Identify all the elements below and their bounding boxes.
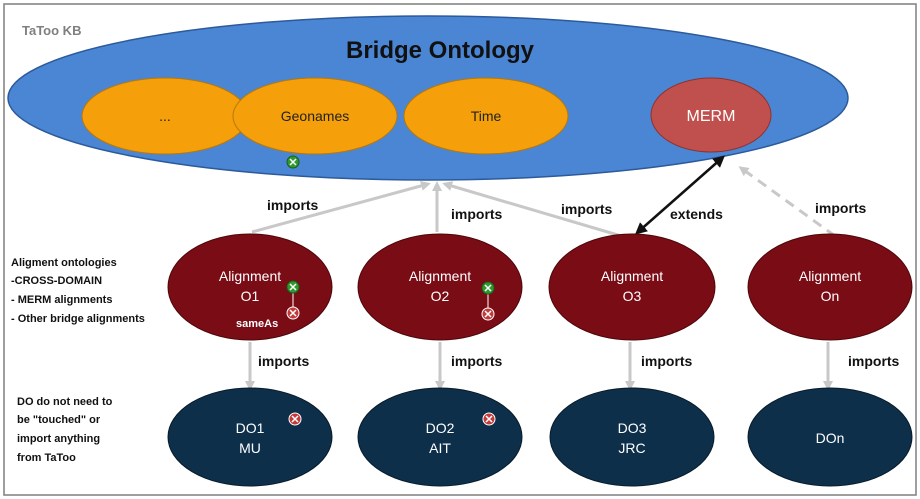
alignment-note-line-1: Aligment ontologies <box>11 257 117 269</box>
bridge-ontology-title: Bridge Ontology <box>346 37 535 64</box>
import-arrow-on-dashed <box>738 166 836 238</box>
imports-label-o1: imports <box>267 197 319 213</box>
import-arrows-upper <box>251 166 836 240</box>
imports-label-o2: imports <box>451 206 503 222</box>
import-arrow-o3 <box>442 181 629 240</box>
do-2-red-marker-icon <box>482 412 496 426</box>
same-as-red-marker-icon <box>481 307 495 321</box>
extends-label: extends <box>670 206 723 222</box>
do-note-line-2: be "touched" or <box>17 414 101 426</box>
domain-ontologies: DO1 MU DO2 AIT DO3 JRC DOn <box>167 387 913 487</box>
import-arrow-o1 <box>251 181 431 234</box>
do-1-red-marker-icon <box>288 412 302 426</box>
alignment-o2-line1: Alignment <box>409 268 471 284</box>
module-ellipsis-label: ... <box>159 108 171 124</box>
alignment-o3-line1: Alignment <box>601 268 663 284</box>
do-3 <box>549 387 715 487</box>
alignment-note-line-2: -CROSS-DOMAIN <box>11 275 102 287</box>
do-1-line1: DO1 <box>236 420 265 436</box>
do-1-line2: MU <box>239 440 261 456</box>
merm-ellipse <box>650 77 772 153</box>
do-2-line1: DO2 <box>426 420 455 436</box>
do-n <box>747 387 913 487</box>
alignment-ontologies: Alignment O1 Alignment O2 Alignment O3 A… <box>167 233 913 341</box>
do-1 <box>167 387 333 487</box>
alignment-o1-line1: Alignment <box>219 268 281 284</box>
same-as-label: sameAs <box>236 318 278 330</box>
alignment-on <box>747 233 913 341</box>
imports-label-do1: imports <box>258 353 310 369</box>
merm-label: MERM <box>687 108 736 125</box>
alignment-o1-line2: O1 <box>241 288 260 304</box>
do-3-line1: DO3 <box>618 420 647 436</box>
alignment-o3 <box>548 233 716 341</box>
alignment-note-line-3: - MERM alignments <box>11 294 112 306</box>
module-time-label: Time <box>471 108 502 124</box>
do-n-line1: DOn <box>816 430 845 446</box>
bridge-modules: ... Geonames Time <box>81 77 569 155</box>
imports-label-do2: imports <box>451 353 503 369</box>
alignment-o3-line2: O3 <box>623 288 642 304</box>
alignment-on-line2: On <box>821 288 840 304</box>
do-2-line2: AIT <box>429 440 451 456</box>
mapping-marker-green-icon <box>286 155 300 169</box>
do-note-line-3: import anything <box>17 433 100 445</box>
module-geonames-label: Geonames <box>281 108 349 124</box>
same-as-red-marker-icon <box>286 306 300 320</box>
extends-arrow <box>634 155 726 235</box>
imports-label-o3: imports <box>561 201 613 217</box>
do-note-line-1: DO do not need to <box>17 396 113 408</box>
do-2 <box>357 387 523 487</box>
alignment-note-line-4: - Other bridge alignments <box>11 313 145 325</box>
module-time <box>403 77 569 155</box>
do-3-line2: JRC <box>618 440 645 456</box>
imports-label-on: imports <box>815 200 867 216</box>
imports-label-do3: imports <box>641 353 693 369</box>
alignment-o2 <box>357 233 523 341</box>
same-as-green-marker-icon <box>481 281 495 295</box>
do-note: DO do not need to be "touched" or import… <box>17 396 113 464</box>
module-geonames <box>232 77 398 155</box>
alignment-note: Aligment ontologies -CROSS-DOMAIN - MERM… <box>11 257 145 325</box>
same-as-link-o2 <box>481 281 495 321</box>
imports-label-don: imports <box>848 353 900 369</box>
do-note-line-4: from TaToo <box>17 452 76 464</box>
alignment-on-line1: Alignment <box>799 268 861 284</box>
same-as-link-o1: sameAs <box>236 280 300 330</box>
alignment-o2-line2: O2 <box>431 288 450 304</box>
same-as-green-marker-icon <box>286 280 300 294</box>
kb-label: TaToo KB <box>22 23 81 38</box>
import-arrows-lower <box>245 342 833 391</box>
